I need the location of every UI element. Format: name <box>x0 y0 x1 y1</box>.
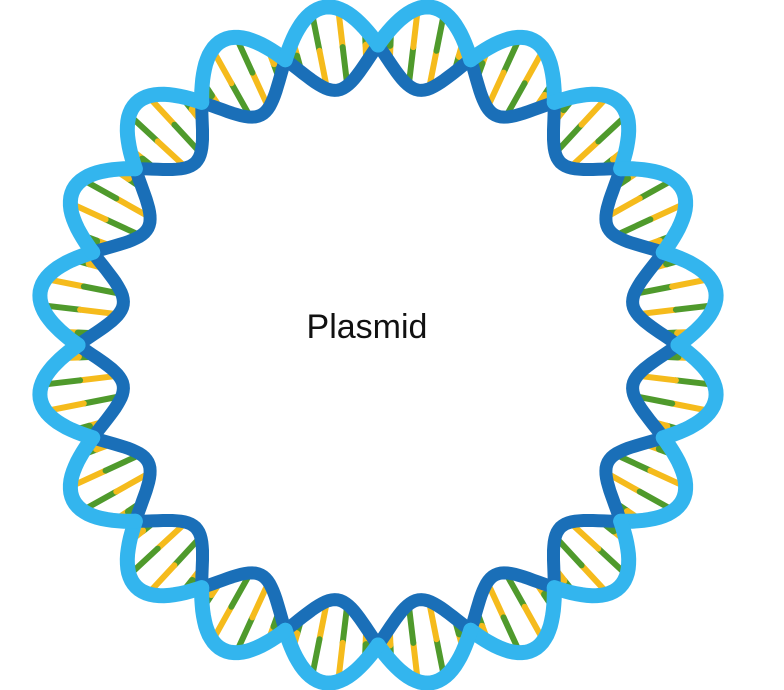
strand-segment-back <box>278 593 385 652</box>
strand-segment-front <box>546 86 637 177</box>
strand-segment-back <box>128 514 209 595</box>
strand-segment-front <box>370 622 479 690</box>
strand-segment-back <box>278 38 385 97</box>
strand-segment-back <box>626 338 685 445</box>
strand-segment-back <box>195 566 292 637</box>
plasmid-label: Plasmid <box>306 308 428 346</box>
strand-segment-back <box>599 431 670 528</box>
strand-segment-front <box>546 513 637 604</box>
strand-segment-back <box>371 38 478 97</box>
strand-segment-front <box>655 337 724 446</box>
strand-segment-back <box>371 593 478 652</box>
strand-segment-front <box>463 580 562 661</box>
strand-segment-front <box>194 29 293 110</box>
strand-segment-back <box>547 95 628 176</box>
strand-segment-back <box>86 162 157 259</box>
strand-segment-front <box>194 580 293 661</box>
strand-segment-back <box>464 53 561 124</box>
strand-segment-front <box>32 337 101 446</box>
strand-segment-front <box>277 622 386 690</box>
strand-segment-back <box>195 53 292 124</box>
strand-segment-front <box>613 161 694 260</box>
strand-segment-back <box>71 245 130 352</box>
strand-segment-back <box>464 566 561 637</box>
dna-strand-front <box>32 0 724 690</box>
strand-segment-back <box>71 338 130 445</box>
strand-segment-front <box>277 0 386 68</box>
strand-segment-front <box>62 430 143 529</box>
strand-segment-front <box>613 430 694 529</box>
strand-segment-front <box>370 0 479 68</box>
strand-segment-back <box>128 95 209 176</box>
strand-segment-front <box>32 244 101 353</box>
dna-strand-back <box>71 38 685 652</box>
strand-segment-front <box>62 161 143 260</box>
strand-segment-back <box>547 514 628 595</box>
strand-segment-front <box>119 86 210 177</box>
strand-segment-back <box>626 245 685 352</box>
strand-segment-front <box>119 513 210 604</box>
strand-segment-back <box>86 431 157 528</box>
strand-segment-back <box>599 162 670 259</box>
strand-segment-front <box>655 244 724 353</box>
strand-segment-front <box>463 29 562 110</box>
